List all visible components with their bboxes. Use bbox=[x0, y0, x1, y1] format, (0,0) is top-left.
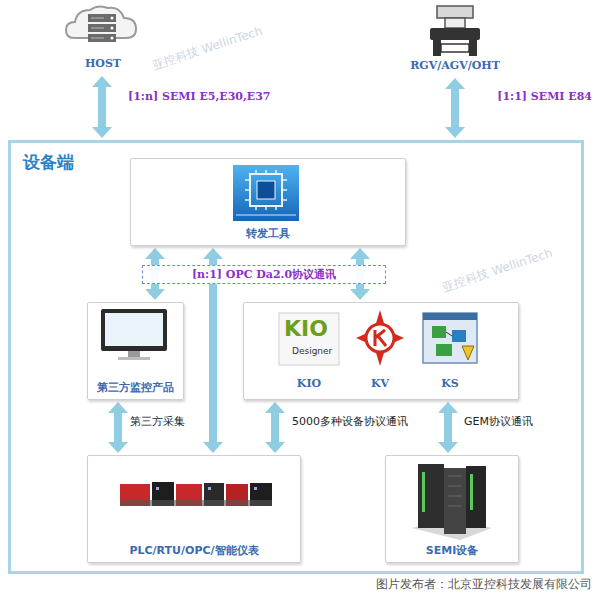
protocol-label: [n:1] OPC Da2.0协议通讯 bbox=[142, 265, 386, 284]
kv-icon bbox=[356, 310, 404, 366]
semi-icon bbox=[412, 464, 492, 540]
node-label: PLC/RTU/OPC/智能仪表 bbox=[88, 543, 300, 558]
rgv-node: RGV/AGV/OHT bbox=[395, 2, 515, 76]
process-box: 转发工具 bbox=[130, 158, 406, 246]
equipment-region: 设备端转发工具第三方监控产品 KIO KV KS PLC/RTU/OPC/智能仪表 SEM… bbox=[8, 140, 584, 574]
node-label: 转发工具 bbox=[131, 226, 405, 241]
host-icon bbox=[66, 6, 136, 42]
node-label: KIO bbox=[276, 377, 342, 390]
node-label: HOST bbox=[60, 57, 146, 70]
edge-label: [1:n] SEMI E5,E30,E37 bbox=[126, 90, 273, 103]
double-arrow bbox=[265, 402, 285, 453]
monitor-icon bbox=[101, 309, 167, 360]
edge-label: 5000多种设备协议通讯 bbox=[290, 414, 410, 429]
plc-icon bbox=[120, 482, 272, 506]
caption: 图片发布者：北京亚控科技发展有限公司 bbox=[376, 576, 592, 593]
host-node: HOST bbox=[60, 2, 146, 74]
edge-label: [1:1] SEMI E84 bbox=[495, 90, 594, 103]
double-arrow bbox=[108, 402, 128, 453]
product-item: KV bbox=[350, 308, 410, 394]
ks-icon bbox=[423, 313, 477, 363]
edge-label: 第三方采集 bbox=[128, 414, 187, 429]
process-box: PLC/RTU/OPC/智能仪表 bbox=[87, 455, 301, 563]
node-label: RGV/AGV/OHT bbox=[395, 59, 515, 72]
logo-text: KIO bbox=[284, 316, 328, 341]
double-arrow bbox=[92, 76, 112, 138]
kio-icon bbox=[279, 313, 339, 365]
rgv-icon bbox=[430, 6, 480, 56]
node-label: KV bbox=[350, 377, 410, 390]
watermark: 亚控科技 WellinTech bbox=[440, 245, 554, 297]
node-label: KS bbox=[420, 377, 480, 390]
process-box: SEMI设备 bbox=[385, 455, 519, 563]
logo-text: Designer bbox=[292, 346, 332, 356]
double-arrow bbox=[438, 402, 458, 453]
double-arrow bbox=[445, 78, 465, 138]
process-box: 第三方监控产品 bbox=[87, 302, 184, 400]
edge-label: GEM协议通讯 bbox=[462, 414, 535, 429]
node-label: 第三方监控产品 bbox=[88, 380, 183, 395]
node-label: SEMI设备 bbox=[386, 543, 518, 558]
node-label: 设备端 bbox=[23, 151, 74, 174]
transmitter-icon bbox=[233, 165, 299, 221]
product-item: KS bbox=[420, 308, 480, 394]
watermark: 亚控科技 WellinTech bbox=[150, 23, 264, 75]
